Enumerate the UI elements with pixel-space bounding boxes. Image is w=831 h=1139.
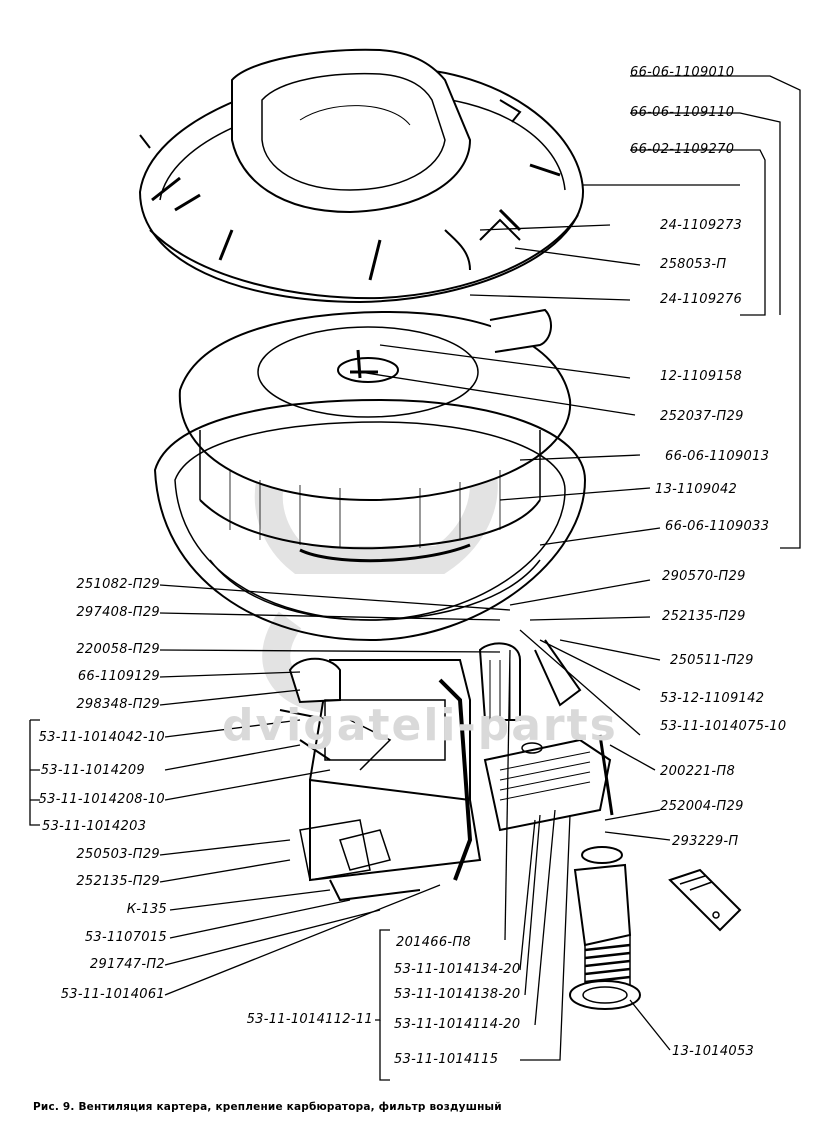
part-label: 258053-П: [660, 257, 727, 272]
watermark: dvigateli-parts: [222, 700, 618, 751]
part-label: 66-06-1109010: [630, 65, 735, 80]
part-label: 13-1014053: [672, 1044, 755, 1059]
breather-valve: [483, 639, 614, 832]
leader-lines: [29, 75, 801, 1081]
part-label: 12-1109158: [660, 369, 743, 384]
part-label: 293229-П: [672, 834, 739, 849]
part-label: К-135: [126, 902, 167, 917]
figure-caption: Рис. 9. Вентиляция картера, крепление ка…: [33, 1101, 502, 1113]
part-label: 53-11-1014138-20: [394, 987, 521, 1002]
part-label: 66-1109129: [77, 669, 160, 684]
part-label: 252037-П29: [660, 409, 744, 424]
part-label: 53-11-1014114-20: [394, 1017, 521, 1032]
part-label: 66-06-1109110: [630, 105, 735, 120]
part-label: 53-11-1014115: [394, 1052, 499, 1067]
part-label: 66-02-1109270: [630, 142, 735, 157]
part-label: 220058-П29: [76, 642, 160, 657]
part-label: 53-12-1109142: [660, 691, 765, 706]
part-label: 250511-П29: [670, 653, 754, 668]
part-label: 53-11-1014208-10: [38, 792, 165, 807]
part-label: 53-11-1014042-10: [38, 730, 165, 745]
part-label: 66-06-1109013: [665, 449, 770, 464]
part-label: 53-11-1014134-20: [394, 962, 521, 977]
part-label: 250503-П29: [76, 847, 160, 862]
part-label: 200221-П8: [660, 764, 736, 779]
part-label: 290570-П29: [662, 569, 746, 584]
part-label: 24-1109276: [660, 292, 743, 307]
part-label: 13-1109042: [655, 482, 738, 497]
part-label: 53-1107015: [84, 930, 167, 945]
filter-element: [178, 308, 572, 550]
breather-hose: [569, 846, 641, 1010]
part-label: 53-11-1014203: [42, 819, 147, 834]
part-label: 53-11-1014112-11: [246, 1012, 373, 1027]
part-label: 66-06-1109033: [665, 519, 770, 534]
bracket: [668, 868, 742, 932]
part-label: 24-1109273: [660, 218, 743, 233]
part-label: 53-11-1014075-10: [660, 719, 787, 734]
part-label: 298348-П29: [76, 697, 160, 712]
part-label: 53-11-1014061: [60, 987, 165, 1002]
carburetor: [279, 642, 521, 902]
part-label: 251082-П29: [76, 577, 160, 592]
part-label: 252004-П29: [660, 799, 744, 814]
part-label: 291747-П2: [89, 957, 165, 972]
part-label: 252135-П29: [662, 609, 746, 624]
part-label: 297408-П29: [76, 605, 160, 620]
part-label: 252135-П29: [76, 874, 160, 889]
air-filter-cover: [138, 48, 585, 304]
part-label: 201466-П8: [396, 935, 472, 950]
part-label: 53-11-1014209: [40, 763, 145, 778]
